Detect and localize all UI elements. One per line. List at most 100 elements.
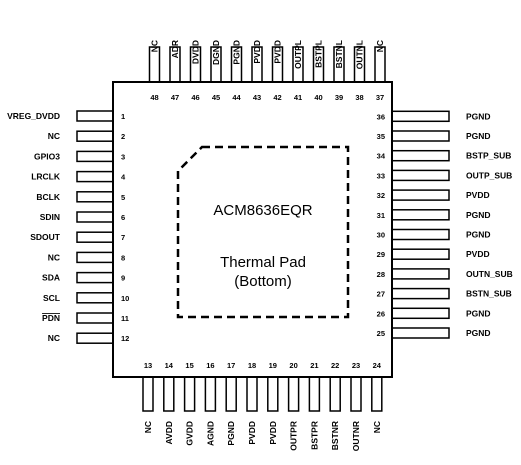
pin-number-23: 23 [352,361,360,370]
pin-label-sdout: SDOUT [30,232,61,242]
pin-label-pvdd: PVDD [247,421,257,445]
pin-label-bstnr: BSTNR [330,421,340,450]
pin-23 [350,376,362,412]
pin-number-26: 26 [377,309,385,318]
pin-number-2: 2 [121,132,125,141]
pin-number-4: 4 [121,173,126,182]
pin-label-pvdd: PVDD [268,421,278,445]
pin-25 [391,327,450,339]
pin-number-38: 38 [355,93,363,102]
pin-label-pgnd: PGND [466,308,491,318]
pin-label-pgnd: PGND [466,131,491,141]
pin-number-44: 44 [232,93,241,102]
pin-label-gvdd: GVDD [185,421,195,446]
pin-label-outp-sub: OUTP_SUB [466,170,512,180]
pin-label-outpl: OUTPL [293,40,303,69]
pin-number-31: 31 [377,211,385,220]
pin-number-33: 33 [377,171,385,180]
pin-number-15: 15 [185,361,193,370]
pin-label-scl: SCL [43,293,60,303]
pin-number-43: 43 [253,93,261,102]
pin-number-36: 36 [377,112,385,121]
pin-33 [391,169,450,182]
pin-label-agnd: AGND [205,421,215,446]
pin-number-29: 29 [377,250,385,259]
pin-1 [76,110,114,122]
pin-20 [287,376,300,412]
pin-30 [391,228,450,241]
pin-19 [267,376,279,412]
pin-11 [76,312,114,324]
pin-number-41: 41 [294,93,302,102]
pin-4 [76,170,114,183]
pin-number-28: 28 [377,270,385,279]
pin-number-7: 7 [121,233,125,242]
pin-number-47: 47 [171,93,179,102]
pin-label-pgnd: PGND [466,111,491,121]
pin-6 [76,211,114,223]
pin-26 [391,307,450,320]
pin-number-27: 27 [377,290,385,299]
pin-label-pdn: PDN [42,313,60,323]
pin-number-25: 25 [377,329,385,338]
pin-label-nc: NC [372,421,382,433]
pin-label-pgnd: PGND [232,40,242,65]
pin-label-vreg-dvdd: VREG_DVDD [7,111,60,121]
pin-label-dvdd: DVDD [191,40,201,64]
pin-36 [391,110,450,123]
pin-3 [76,150,114,163]
pin-number-48: 48 [150,93,158,102]
pin-label-outn-sub: OUTN_SUB [466,269,513,279]
pin-label-adr: ADR [170,40,180,58]
pin-label-sda: SDA [42,273,60,283]
pin-label-nc: NC [48,131,60,141]
pin-label-pgnd: PGND [226,421,236,446]
pin-number-32: 32 [377,191,385,200]
pin-number-21: 21 [310,361,318,370]
pin-number-6: 6 [121,213,125,222]
pin-label-bstnl: BSTNL [334,40,344,68]
pin-number-13: 13 [144,361,152,370]
pin-number-35: 35 [377,132,385,141]
pin-number-39: 39 [335,93,343,102]
thermal-pad-outline [176,145,350,319]
pin-35 [391,130,450,142]
pin-label-pvdd: PVDD [466,249,490,259]
pin-number-24: 24 [373,361,382,370]
pin-label-nc: NC [375,40,385,52]
pin-number-19: 19 [269,361,277,370]
pin-22 [329,376,341,412]
pin-31 [391,209,450,221]
pin-label-bclk: BCLK [36,192,60,202]
pin-14 [163,376,175,412]
pin-2 [76,130,114,142]
pin-17 [225,376,237,412]
pin-label-nc: NC [143,421,153,433]
pins-layer [76,46,450,412]
pin-24 [371,376,383,412]
pin-label-gpio3: GPIO3 [34,151,60,161]
pin-number-37: 37 [376,93,384,102]
pin-label-bstpr: BSTPR [309,421,319,450]
pin-5 [76,191,114,203]
pin-number-18: 18 [248,361,256,370]
pin-number-12: 12 [121,334,129,343]
pin-label-sdin: SDIN [40,212,60,222]
pin-number-46: 46 [191,93,199,102]
pin-number-8: 8 [121,253,125,262]
pin-label-pgnd: PGND [466,210,491,220]
pin-number-5: 5 [121,193,125,202]
pin-29 [391,248,450,260]
pin-label-pgnd: PGND [466,230,491,240]
pin-13 [142,376,154,412]
pin-label-avdd: AVDD [164,421,174,444]
pin-number-40: 40 [314,93,322,102]
pin-8 [76,251,114,264]
pin-label-nc: NC [48,333,60,343]
pin-label-pvdd: PVDD [252,40,262,64]
pin-label-outpr: OUTPR [289,421,299,451]
thermal-pad-label: Thermal Pad [220,254,306,271]
pin-number-16: 16 [206,361,214,370]
part-number: ACM8636EQR [213,202,312,219]
